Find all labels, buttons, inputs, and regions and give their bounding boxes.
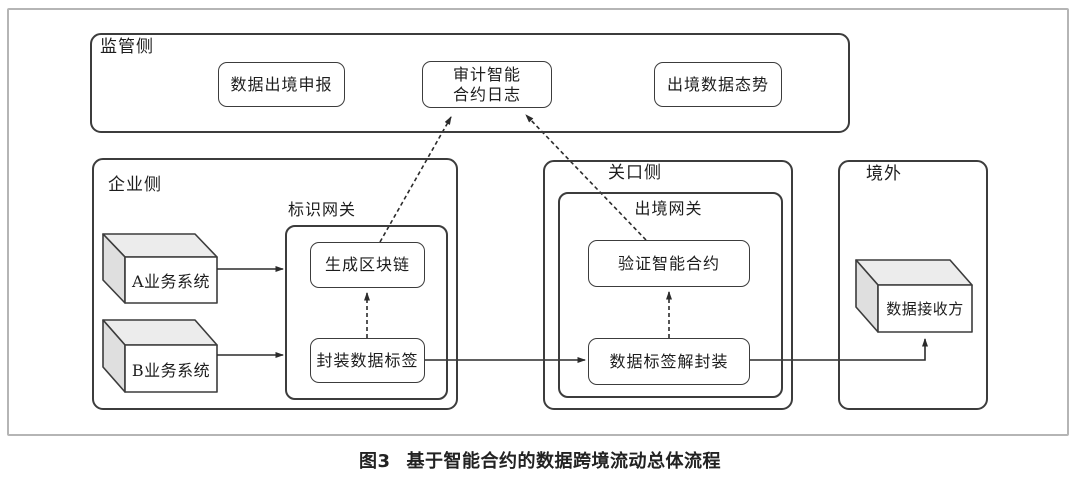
generate-chain-label: 生成区块链	[324, 255, 410, 274]
declare-box-label: 数据出境申报	[230, 74, 333, 94]
figure-title: 基于智能合约的数据跨境流动总体流程	[406, 451, 722, 472]
receiver-cuboid	[855, 259, 973, 333]
verify-contract-label: 验证智能合约	[617, 253, 720, 273]
verify-contract-box: 验证智能合约	[588, 240, 750, 287]
id-gateway-box	[285, 225, 448, 400]
checkpoint-region-label: 关口侧	[608, 163, 662, 183]
system-a-cuboid-front	[124, 256, 218, 304]
receiver-label: 数据接收方	[886, 300, 964, 318]
overseas-region-label: 境外	[866, 164, 902, 184]
exit-gateway-box	[558, 192, 783, 398]
declare-box: 数据出境申报	[218, 62, 345, 107]
pack-tags-label: 封装数据标签	[316, 350, 419, 370]
posture-box-label: 出境数据态势	[666, 74, 769, 94]
system-a-label: A业务系统	[131, 272, 211, 291]
arrow-verify-to-audit-dashed	[525, 114, 647, 241]
system-b-cuboid-front	[124, 344, 218, 393]
system-a-cuboid	[102, 233, 218, 304]
overseas-region	[838, 160, 988, 410]
unpack-tags-label: 数据标签解封装	[609, 351, 729, 371]
enterprise-region	[92, 158, 458, 410]
unpack-tags-box: 数据标签解封装	[588, 338, 750, 385]
id-gateway-label: 标识网关	[288, 200, 357, 219]
audit-log-box: 审计智能 合约日志	[422, 61, 552, 108]
arrow-chain-to-audit-dashed	[379, 116, 452, 243]
pack-tags-box: 封装数据标签	[310, 338, 425, 383]
supervision-region	[90, 33, 850, 133]
enterprise-region-label: 企业侧	[108, 175, 162, 195]
figure-number: 图3	[358, 451, 391, 472]
system-b-label: B业务系统	[131, 360, 211, 380]
audit-log-box-line2: 合约日志	[452, 84, 521, 104]
supervision-region-label: 监管侧	[100, 37, 154, 57]
posture-box: 出境数据态势	[654, 62, 782, 107]
figure-caption: 图3 基于智能合约的数据跨境流动总体流程	[0, 447, 1080, 473]
figure-border	[7, 8, 1069, 436]
receiver-cuboid-front	[877, 284, 973, 333]
arrow-unpack-to-receiver	[750, 338, 928, 361]
generate-chain-box: 生成区块链	[310, 242, 425, 288]
exit-gateway-label: 出境网关	[634, 199, 703, 218]
checkpoint-region	[543, 160, 793, 410]
audit-log-box-line1: 审计智能	[452, 64, 521, 84]
system-b-cuboid	[102, 319, 218, 393]
